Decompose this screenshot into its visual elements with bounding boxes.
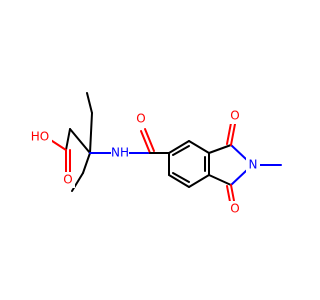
ring-bond-5	[168, 174, 190, 188]
bond-ch2-quaternary	[69, 128, 91, 154]
imide-bond-top-n	[230, 144, 248, 161]
amide-nh-label: NH	[111, 146, 129, 160]
structure-diagram: HO O NH O O N O	[28, 92, 282, 217]
acid-carbonyl-o-label: O	[63, 173, 72, 187]
hydroxyl-label: HO	[31, 130, 49, 144]
ring-bond-2	[188, 140, 210, 154]
imide-o-top-label-bg	[228, 108, 242, 124]
amide-o-label-bg	[134, 111, 148, 127]
imide-top-o-double-1	[230, 123, 236, 146]
amide-o-label: O	[136, 112, 145, 126]
ring-bond-1	[168, 140, 190, 154]
ring-bond-4	[188, 174, 210, 188]
acid-o-label-bg	[61, 172, 75, 188]
imide-bond-bottom-n	[230, 169, 248, 186]
imide-bond-bottom-c	[208, 174, 232, 186]
imide-bond-top-c	[208, 144, 232, 154]
bond-amide-c-o-double-1	[140, 130, 151, 154]
ring-inner-1	[172, 145, 190, 156]
imide-top-o-double-2	[226, 122, 232, 145]
imide-n-label-bg	[246, 157, 260, 173]
hydroxyl-label-bg	[28, 129, 52, 145]
bond-quaternary-ethyl-bottom-1	[82, 152, 91, 174]
bond-quaternary-ethyl-top-2	[86, 92, 93, 114]
ring-inner-3	[172, 172, 190, 183]
bond-quaternary-ethyl-top-1	[89, 112, 93, 154]
imide-n-label: N	[249, 158, 258, 172]
imide-o-bottom-label: O	[230, 202, 239, 216]
imide-o-top-label: O	[230, 109, 239, 123]
bond-ch2-cooh	[65, 128, 71, 151]
amide-n-label-bg	[111, 145, 129, 161]
imide-o-bottom-label-bg	[228, 201, 242, 217]
molecule-canvas: HO O NH O O N O	[28, 92, 282, 217]
bond-amide-c-o-double-2	[144, 128, 155, 152]
